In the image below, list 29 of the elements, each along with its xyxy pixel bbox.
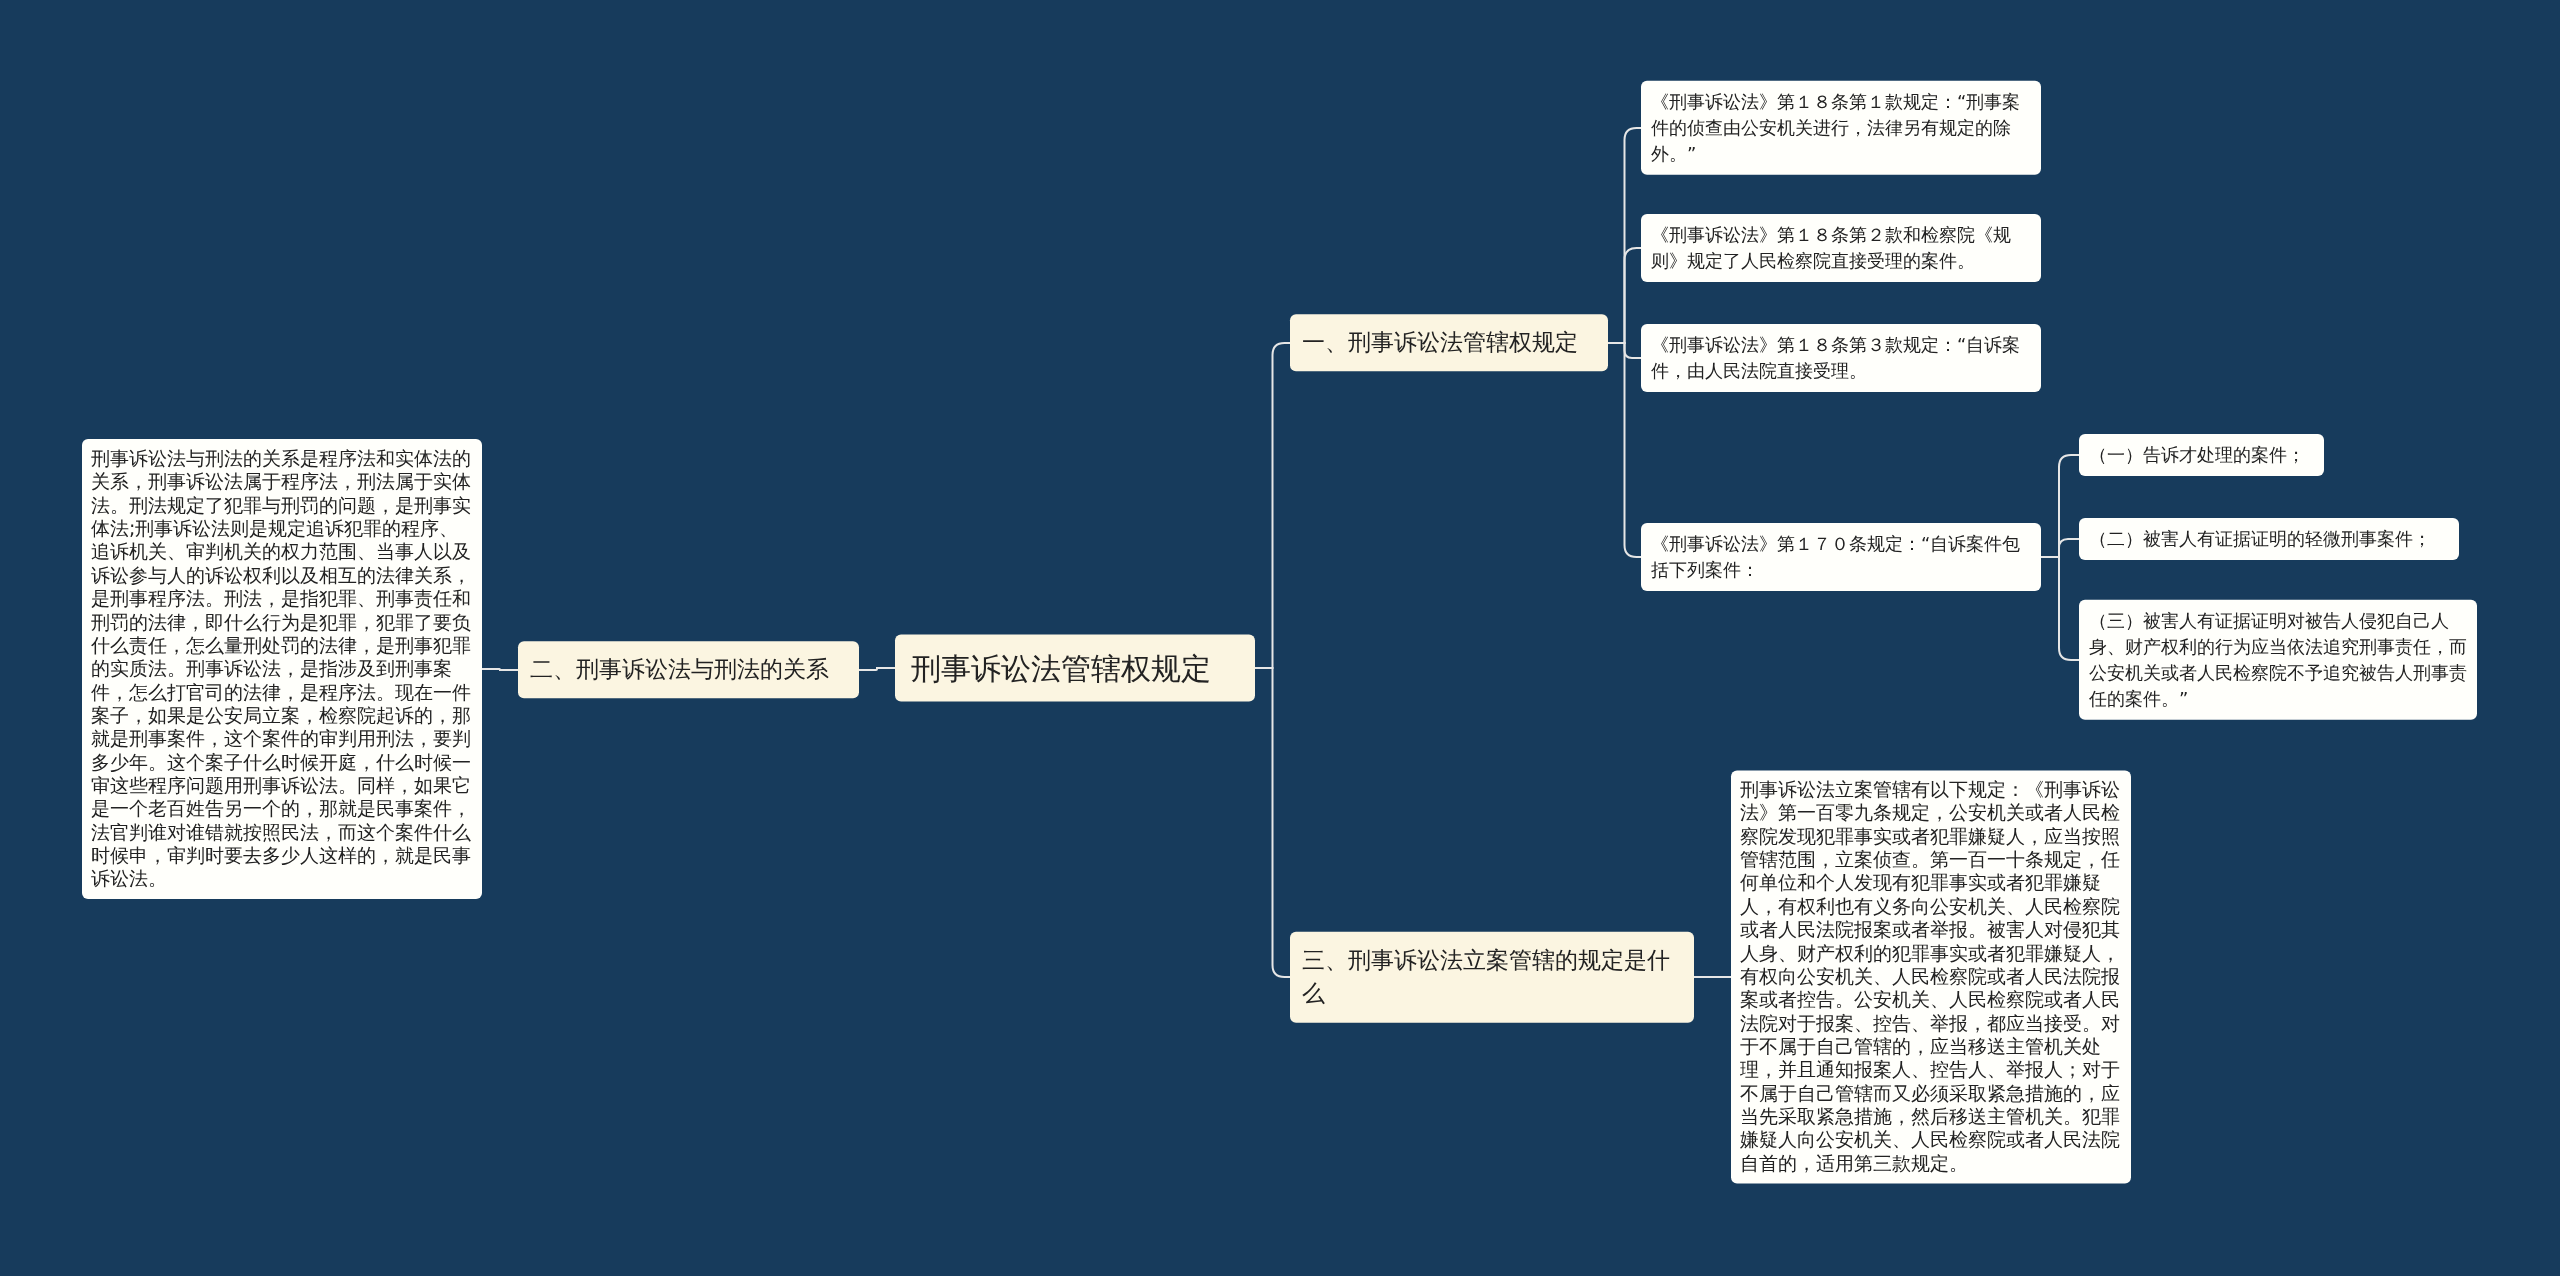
branch-topic [1290,931,1694,1023]
topic-text: （三）被害人有证据证明对被告人侵犯自己人身、财产权利的行为应当依法追究刑事责任，而公安机关或者人民检察院不予追究被告人刑事责任的案件。” [2089,608,2467,712]
topic-text: 二、刑事诉讼法与刑法的关系 [530,655,830,685]
topic-text: 刑事诉讼法管辖权规定 [911,649,1212,688]
topic-text: 《刑事诉讼法》第１８条第１款规定：“刑事案件的侦查由公安机关进行，法律另有规定的除外。” [1651,89,2022,167]
subtopic-card [1641,522,2041,592]
connector-line [858,667,896,671]
branch-topic [518,641,859,699]
topic-text: 《刑事诉讼法》第１８条第２款和检察院《规则》规定了人民检察院直接受理的案件。 [1651,222,2012,273]
branch-topic [1290,314,1608,372]
connector-line [481,668,519,671]
topic-text: 一、刑事诉讼法管辖权规定 [1302,328,1579,358]
topic-text: （二）被害人有证据证明的轻微刑事案件； [2089,526,2432,551]
subtopic-card [1641,213,2041,283]
topic-text: 《刑事诉讼法》第１７０条规定：“自诉案件包括下列案件： [1651,531,2022,582]
subtopic-card [1641,323,2041,393]
topic-text: 《刑事诉讼法》第１８条第３款规定：“自诉案件，由人民法院直接受理。 [1651,332,2022,383]
subtopic-card [2079,517,2459,561]
connector-line [1693,976,1732,978]
central-topic [895,634,1255,702]
subtopic-card [2079,599,2477,721]
topic-text: 三、刑事诉讼法立案管辖的规定是什么 [1302,945,1671,1008]
connector-line [2040,556,2080,661]
topic-text: 刑事诉讼法立案管辖有以下规定：《刑事诉讼法》第一百零九条规定，公安机关或者人民检察院发现犯罪事实或者犯罪嫌疑人，应当按照管辖范围，立案侦查。第一百一十条规定，任何单位和个人发现有犯罪事实或者犯罪嫌疑人，有权利也有义务向公安机关、人民检察院或者人民法院报案或者举报。被害人对侵犯其人身、财产权利的犯罪事实或者犯罪嫌疑人，有权向公安机关、人民检察院或者人民法院报案或者控告。公安机关、人民检察院或者人民法院对于报案、控告、举报，都应当接受。对于不属于自己管辖的，应当移送主管机关处理，并且通知报案人、控告人、举报人；对于不属于自己管辖而又必须采取紧急措施的，应当先采取紧急措施，然后移送主管机关。犯罪嫌疑人向公安机关、人民检察院或者人民法院自首的，适用第三款规定。 [1740,778,2121,1176]
topic-text: 刑事诉讼法与刑法的关系是程序法和实体法的关系，刑事诉讼法属于程序法，刑法属于实体法。刑法规定了犯罪与刑罚的问题，是刑事实体法;刑事诉讼法则是规定追诉犯罪的程序、追诉机关、审判机关的权力范围、当事人以及诉讼参与人的诉讼权利以及相互的法律关系，是刑事程序法。刑法，是指犯罪、刑事责任和刑罚的法律，即什么行为是犯罪，犯罪了要负什么责任，怎么量刑处罚的法律，是刑事犯罪的实质法。刑事诉讼法，是指涉及到刑事案件，怎么打官司的法律，是程序法。现在一件案子，如果是公安局立案，检察院起诉的，那就是刑事案件，这个案件的审判用刑法，要判多少年。这个案子什么时候开庭，什么时候一审这些程序问题用刑事诉讼法。同样，如果它是一个老百姓告另一个的，那就是民事案件，法官判谁对谁错就按照民法，而这个案件什么时候申，审判时要去多少人这样的，就是民事诉讼法。 [91,447,472,891]
subtopic-card [2079,433,2324,477]
connector-line [1254,667,1291,978]
topic-text: （一）告诉才处理的案件； [2089,442,2306,467]
subtopic-card [1641,80,2041,176]
